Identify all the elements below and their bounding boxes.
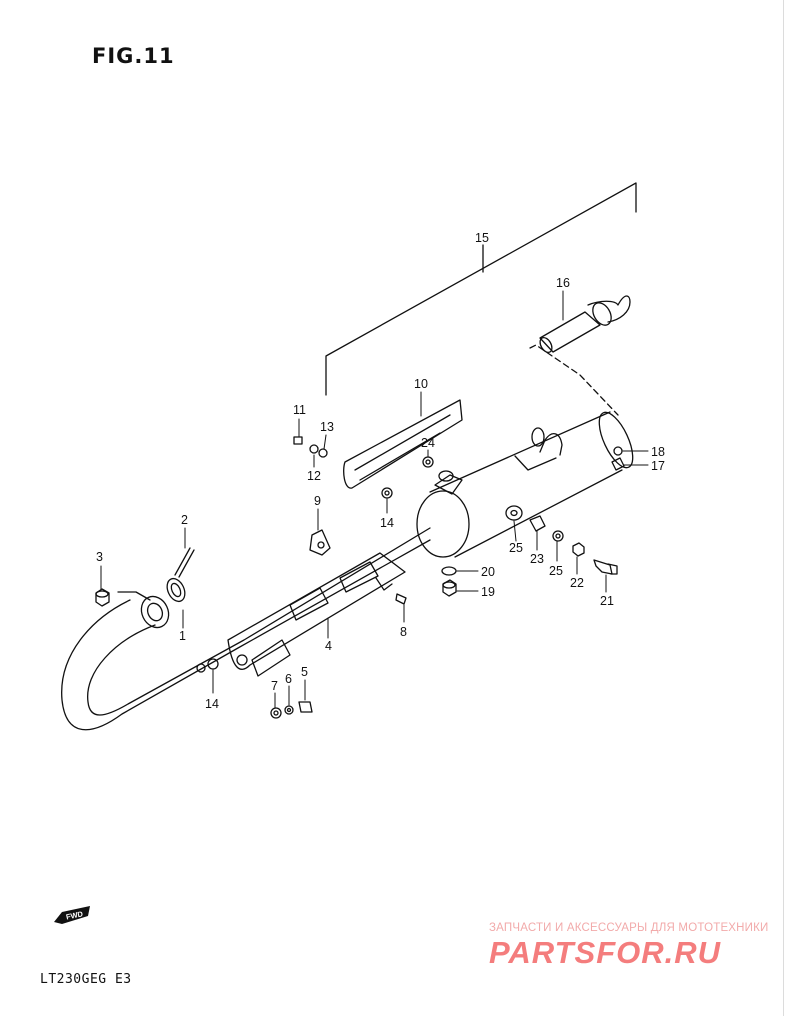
callout-12: 12 [307, 469, 321, 483]
callout-23a: 24 [421, 436, 435, 450]
callout-13: 13 [320, 420, 334, 434]
callout-23b: 25 [549, 564, 563, 578]
callout-16: 16 [556, 276, 570, 290]
callout-22: 22 [570, 576, 584, 590]
assembly-bracket-15 [325, 182, 637, 396]
callout-14b: 14 [205, 697, 219, 711]
forward-arrow-icon: FWD [54, 906, 90, 924]
callout-20: 20 [481, 565, 495, 579]
callout-2: 2 [181, 513, 188, 527]
hardware-parts [196, 436, 625, 719]
watermark-logo: PARTSFOR.RU [489, 935, 722, 970]
exhaust-pipe [61, 527, 431, 731]
watermark-tagline: ЗАПЧАСТИ И АКСЕССУАРЫ ДЛЯ МОТОТЕХНИКИ [489, 922, 769, 934]
callout-14a: 14 [380, 516, 394, 530]
callout-11: 11 [293, 403, 306, 417]
stud-bolt [174, 547, 195, 578]
callout-18: 18 [651, 445, 665, 459]
callout-5: 5 [301, 665, 308, 679]
scan-edge-line [783, 0, 784, 1016]
callout-leaders [100, 290, 649, 709]
callout-4: 4 [325, 639, 332, 653]
callout-15: 15 [475, 231, 489, 245]
fwd-label: FWD [65, 909, 84, 921]
callout-3: 3 [96, 550, 103, 564]
muffler-heat-shield [343, 399, 463, 489]
callout-21: 21 [600, 594, 614, 608]
pipe-heat-protector [227, 552, 406, 677]
callout-9: 9 [314, 494, 321, 508]
callout-24: 23 [530, 552, 544, 566]
callout-1: 1 [179, 629, 186, 643]
tailpipe-dashed-leader [529, 344, 619, 416]
figure-title: FIG.11 [92, 44, 175, 68]
callout-8: 8 [400, 625, 407, 639]
callout-10: 10 [414, 377, 428, 391]
flange-nut [95, 588, 110, 607]
callout-7: 7 [271, 679, 278, 693]
callout-labels: 11 13 12 10 24 14 9 2 3 1 4 8 14 7 6 5 1… [96, 231, 665, 711]
callout-6: 6 [285, 672, 292, 686]
model-code: LT230GEG E3 [40, 972, 132, 987]
callout-19: 19 [481, 585, 495, 599]
muffler-body [416, 411, 634, 558]
callout-17: 17 [651, 459, 665, 473]
mounting-bracket-9 [309, 529, 331, 556]
callout-25: 25 [509, 541, 523, 555]
tail-pipe [539, 295, 631, 354]
exhaust-flange [117, 577, 186, 629]
